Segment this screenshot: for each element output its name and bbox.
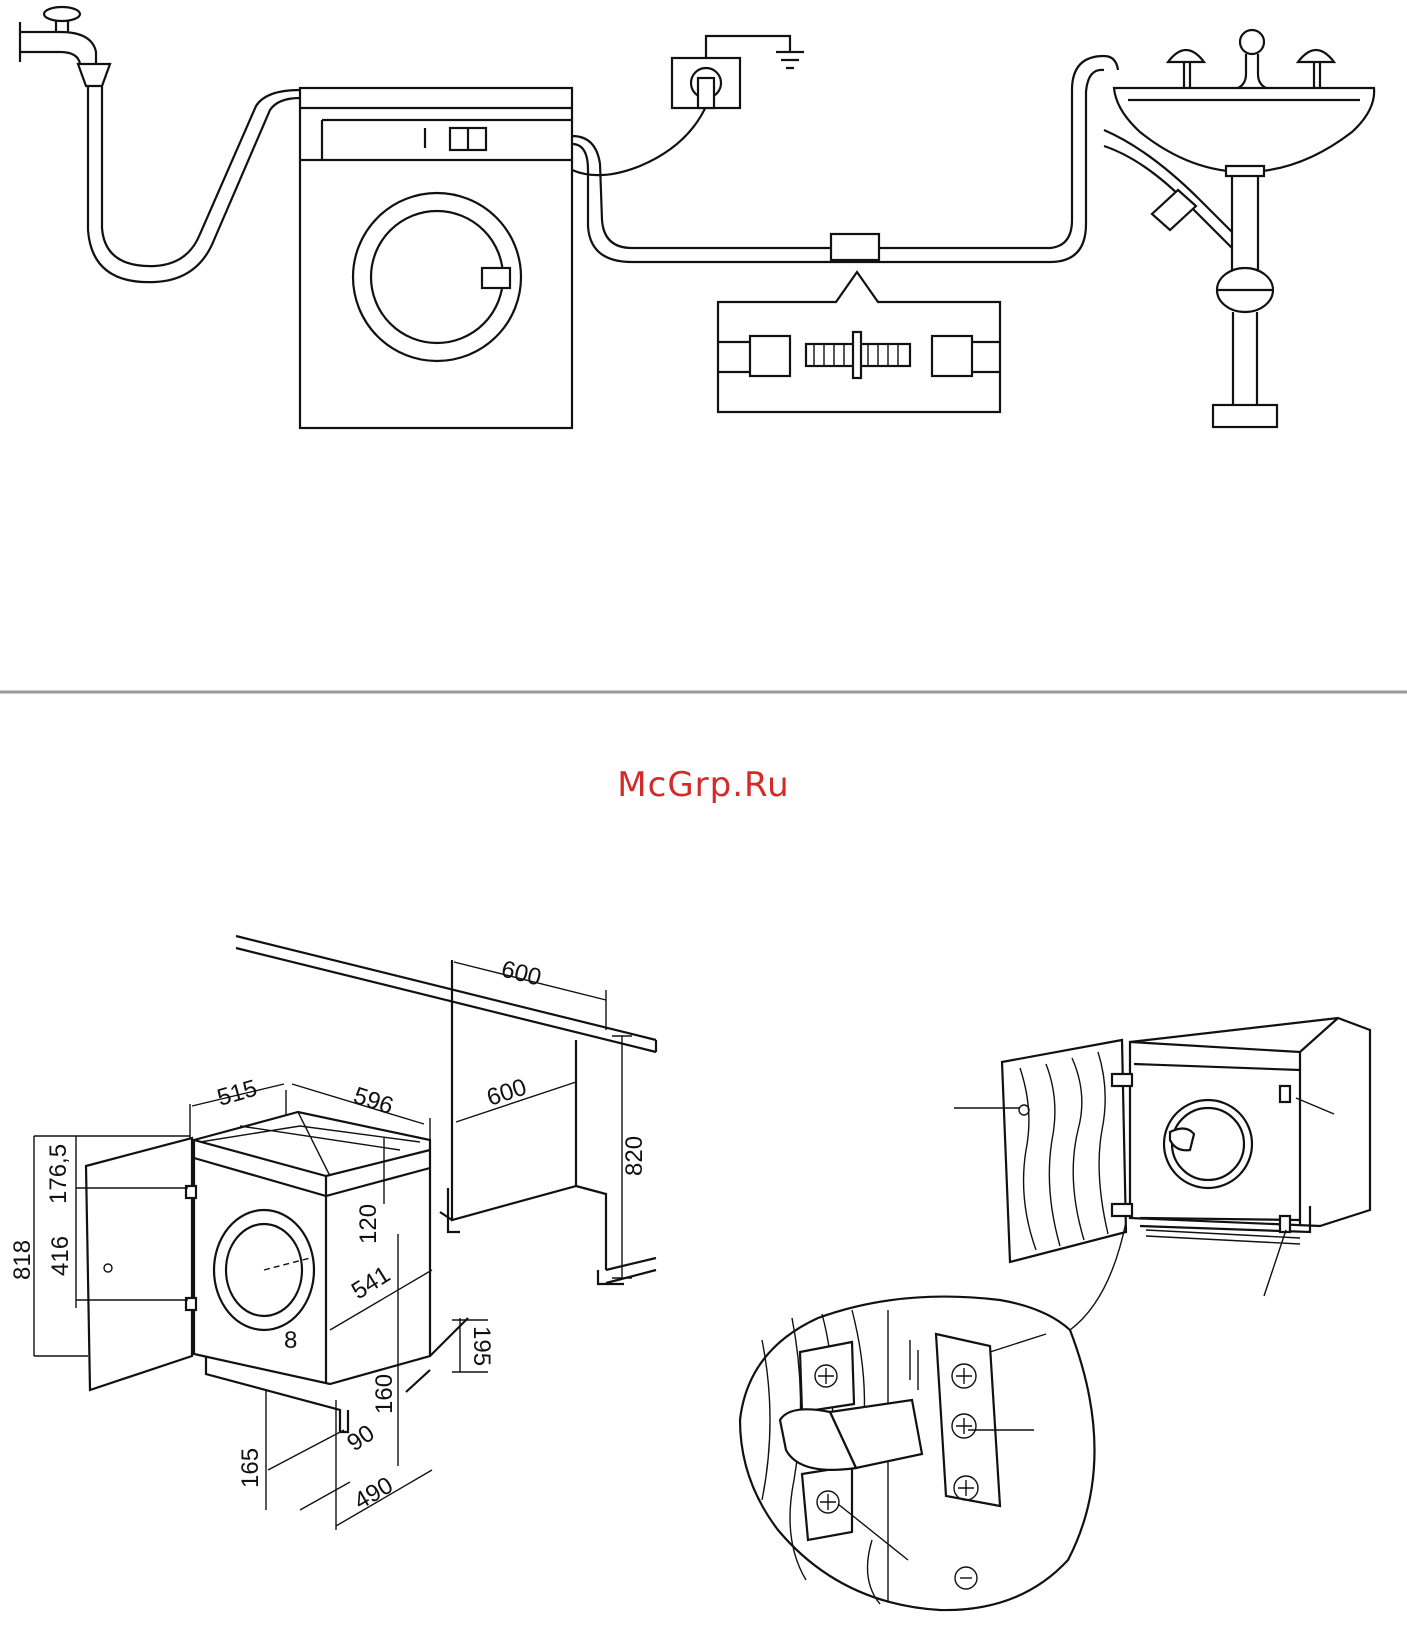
dim-515: 515 [214, 1075, 260, 1112]
dim-8: 8 [284, 1327, 297, 1354]
watermark: McGrp.Ru [0, 765, 1407, 805]
washing-machine [300, 88, 572, 428]
dim-600-mid: 600 [484, 1074, 530, 1112]
drain-hose [572, 56, 1118, 248]
dim-490: 490 [350, 1472, 398, 1515]
dim-416: 416 [47, 1236, 74, 1276]
door-hinge-drawing [740, 1018, 1370, 1610]
dim-596: 596 [350, 1082, 396, 1120]
dim-176-5: 176,5 [45, 1144, 72, 1204]
dim-600-top: 600 [499, 956, 544, 992]
dim-820: 820 [621, 1136, 648, 1176]
dimension-drawing: 600 600 820 515 596 176,5 818 416 120 54… [9, 936, 656, 1530]
water-tap [20, 7, 110, 86]
sink [1104, 30, 1374, 427]
dim-120: 120 [355, 1204, 382, 1244]
dim-195: 195 [468, 1326, 495, 1366]
hose-connector [831, 234, 879, 260]
inlet-hose [88, 86, 300, 282]
power-cable [572, 102, 708, 175]
connector-detail-callout [718, 272, 1000, 412]
wall-socket [672, 36, 804, 108]
connection-diagram [20, 7, 1374, 428]
dim-818: 818 [9, 1240, 36, 1280]
dim-165: 165 [237, 1448, 264, 1488]
dim-160: 160 [371, 1374, 398, 1414]
